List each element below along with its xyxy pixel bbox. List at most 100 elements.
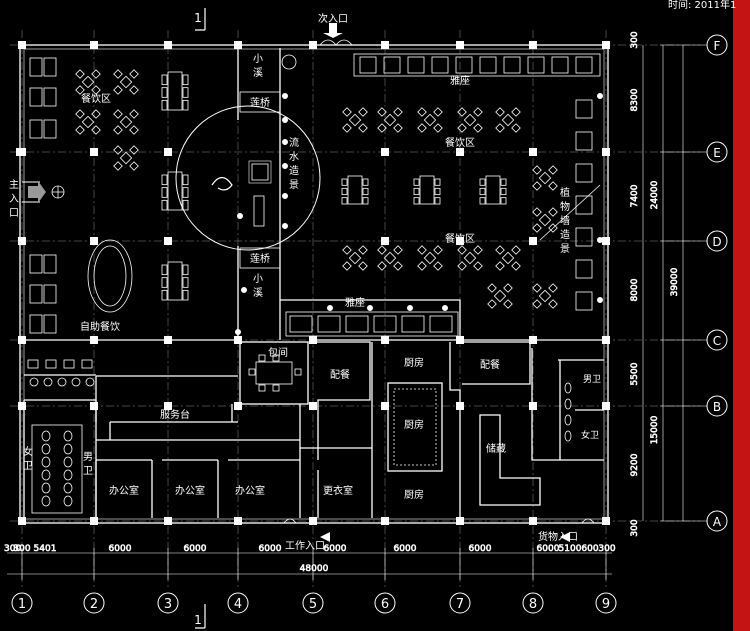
lamp — [597, 93, 604, 100]
walls — [19, 44, 609, 524]
booth-seat — [289, 315, 313, 333]
section-mark-top: 1 — [194, 11, 202, 25]
dining-table-4 — [377, 107, 403, 133]
label-kitchen-top: 厨房 — [404, 356, 424, 369]
dining-table-4 — [495, 107, 521, 133]
dining-table-4 — [457, 245, 483, 271]
dining-table-4 — [487, 283, 513, 309]
label-prep-left: 配餐 — [330, 368, 350, 381]
dining-table-6 — [413, 175, 441, 205]
label-office-2: 办公室 — [175, 484, 205, 497]
dining-table-4 — [342, 245, 368, 271]
dim-bottom: 6000 — [109, 544, 132, 554]
axis-label-col: 7 — [456, 597, 464, 612]
dining-table-6 — [161, 261, 189, 301]
chair — [294, 368, 302, 376]
chair — [272, 384, 280, 392]
dim-bottom: 300 — [4, 544, 21, 554]
dining-table-4 — [342, 107, 368, 133]
toilet-fixture — [41, 482, 51, 494]
booth-seat — [503, 56, 521, 74]
toilet-fixture — [63, 469, 73, 481]
label-stream-top: 小溪 — [253, 53, 263, 79]
lamp — [597, 296, 604, 303]
booth-seat — [431, 56, 449, 74]
axis-bubble-col — [302, 592, 324, 614]
axis-label-col: 9 — [602, 597, 610, 612]
lamp — [281, 162, 288, 169]
dining-table-4 — [417, 245, 443, 271]
counter-item — [63, 359, 75, 369]
booth-seat — [29, 254, 57, 274]
dim-bottom: 6000 — [324, 544, 347, 554]
dim-bottom: 300 — [13, 544, 30, 554]
dim-bottom: 600 — [581, 544, 598, 554]
dim-bottom: 6000 — [537, 544, 560, 554]
counter-item — [81, 359, 93, 369]
toilet-fixture — [41, 430, 51, 442]
dining-table-4 — [113, 145, 139, 171]
dim-total-height: 39000 — [670, 267, 680, 296]
toilet-fixture — [41, 495, 51, 507]
axis-bubble-col — [227, 592, 249, 614]
axis-label-col: 5 — [309, 597, 317, 612]
toilet-fixture — [41, 443, 51, 455]
dim-bottom: 6000 — [184, 544, 207, 554]
axis-bubble-col — [83, 592, 105, 614]
label-plant-wall: 植物墙造景 — [560, 186, 570, 255]
toilet-fixture — [564, 414, 572, 426]
dining-table-6 — [161, 71, 189, 111]
room-labels: 餐饮区餐饮区餐饮区自助餐饮雅座雅座包间服务台配餐配餐厨房厨房厨房储藏办公室办公室… — [9, 11, 601, 627]
axis-bubble-col — [11, 592, 33, 614]
sink-fixture — [57, 377, 67, 387]
entrance-arrows — [28, 23, 570, 542]
dining-table-4 — [75, 69, 101, 95]
booth-seat — [29, 284, 57, 304]
label-stream-bottom: 小溪 — [253, 273, 263, 299]
booth-seat — [429, 315, 453, 333]
booth-seat — [29, 87, 57, 107]
lamp — [281, 192, 288, 199]
time-label: 时间: 2011年1 — [668, 0, 737, 11]
dining-table-6 — [479, 175, 507, 205]
axis-label-col: 2 — [90, 597, 98, 612]
furniture — [27, 54, 604, 507]
toilet-fixture — [564, 430, 572, 442]
dining-table-4 — [75, 109, 101, 135]
lamp — [366, 304, 373, 311]
label-kitchen-bottom: 厨房 — [404, 488, 424, 501]
label-female-wc: 女卫 — [23, 445, 33, 472]
lamp — [281, 222, 288, 229]
dining-table-4 — [532, 165, 558, 191]
booth-seat — [317, 315, 341, 333]
booth-seat — [29, 314, 57, 334]
booth-seat — [29, 119, 57, 139]
booth-seat — [29, 57, 57, 77]
lamp — [597, 236, 604, 243]
booth-seat — [575, 195, 593, 215]
chair — [258, 384, 266, 392]
label-entrance-staff: 工作入口 — [285, 540, 325, 552]
lamp — [236, 212, 243, 219]
dim-right: 5500 — [630, 362, 640, 385]
label-office-1: 办公室 — [109, 484, 139, 497]
booth-seat — [551, 56, 569, 74]
toilet-fixture — [564, 398, 572, 410]
booth-seat — [575, 99, 593, 119]
dining-table-4 — [457, 107, 483, 133]
plant-icon — [281, 54, 297, 70]
toilet-fixture — [63, 443, 73, 455]
dining-table-4 — [532, 207, 558, 233]
toilet-fixture — [41, 469, 51, 481]
label-entrance-main-1: 主 — [9, 179, 19, 191]
axis-label-col: 3 — [164, 597, 172, 612]
booth-seat — [575, 163, 593, 183]
axis-label-col: 6 — [381, 597, 389, 612]
dining-table-4 — [377, 245, 403, 271]
label-storage: 储藏 — [486, 442, 506, 455]
sink-fixture — [29, 377, 39, 387]
booth-seat — [359, 56, 377, 74]
label-dining-c: 餐饮区 — [445, 232, 475, 245]
dim-right: 7400 — [630, 184, 640, 207]
